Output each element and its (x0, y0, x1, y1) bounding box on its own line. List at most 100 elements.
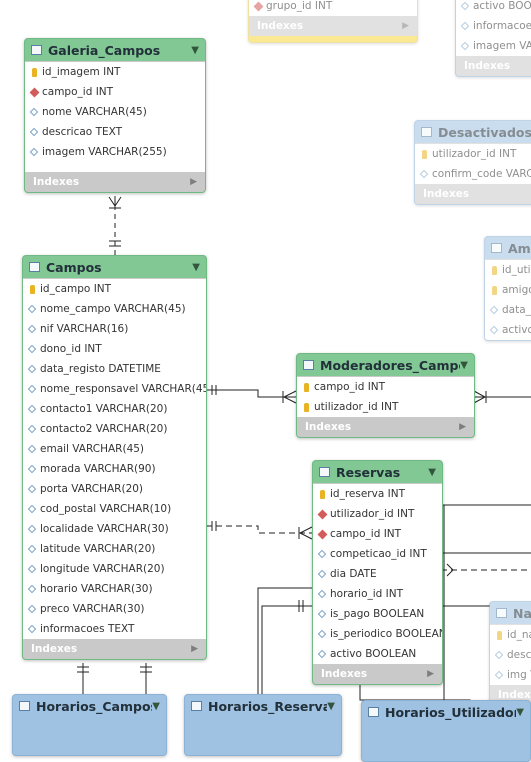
column-row[interactable]: nif VARCHAR(16) (23, 319, 206, 339)
table-header[interactable]: Am (485, 237, 531, 259)
column-row[interactable]: id_uti (485, 260, 531, 280)
table-header[interactable]: Reservas ▼ (313, 461, 442, 483)
column-label: utilizador_id INT (330, 508, 415, 520)
column-row[interactable]: campo_id INT (297, 377, 474, 397)
indexes-bar[interactable]: Indexes▶ (456, 56, 531, 76)
table-galeria-campos[interactable]: Galeria_Campos ▼ id_imagem INT campo_id … (24, 38, 206, 193)
column-row[interactable]: contacto1 VARCHAR(20) (23, 399, 206, 419)
column-row[interactable]: horario VARCHAR(30) (23, 579, 206, 599)
chevron-down-icon[interactable]: ▼ (460, 359, 468, 371)
column-row[interactable]: longitude VARCHAR(20) (23, 559, 206, 579)
column-row[interactable]: cod_postal VARCHAR(10) (23, 499, 206, 519)
table-amigos[interactable]: Am id_uti amigo data_h activo (484, 236, 531, 341)
indexes-bar[interactable]: Indexes ▶ (249, 16, 417, 36)
chevron-down-icon[interactable]: ▼ (191, 44, 199, 56)
column-row[interactable]: amigo (485, 280, 531, 300)
column-row[interactable]: horario_id INT (313, 584, 442, 604)
column-row[interactable]: nome VARCHAR(45) (25, 102, 205, 122)
table-header[interactable]: Na (490, 602, 531, 624)
table-header[interactable]: Desactivados (415, 121, 531, 143)
indexes-label: Indexes (257, 20, 304, 32)
table-horarios-campos[interactable]: Horarios_Campos ▼ (12, 694, 167, 756)
column-row[interactable]: campo_id INT (25, 82, 205, 102)
chevron-right-icon[interactable]: ▶ (459, 422, 466, 432)
column-row[interactable]: is_periodico BOOLEAN (313, 624, 442, 644)
indexes-bar[interactable]: Indexes▶ (25, 172, 205, 192)
column-label: utilizador_id INT (432, 148, 517, 160)
table-moderadores-campo[interactable]: Moderadores_Campo ▼ campo_id INT utiliza… (296, 353, 475, 438)
table-partial-top-right[interactable]: activo BOOL informacoes imagem VAR Index… (455, 0, 531, 77)
table-header[interactable]: Horarios_Utilizador ▼ (362, 701, 530, 723)
indexes-bar[interactable]: Indexes ▶ (23, 639, 206, 659)
indexes-bar[interactable]: Indexes (415, 184, 531, 204)
chevron-down-icon[interactable]: ▼ (428, 466, 436, 478)
column-row[interactable]: dia DATE (313, 564, 442, 584)
table-horarios-utilizador[interactable]: Horarios_Utilizador ▼ (361, 700, 531, 762)
column-row[interactable]: imagem VAR (456, 36, 531, 56)
column-row[interactable]: contacto2 VARCHAR(20) (23, 419, 206, 439)
column-row[interactable]: utilizador_id INT (297, 397, 474, 417)
column-row[interactable]: nome_campo VARCHAR(45) (23, 299, 206, 319)
table-na[interactable]: Na id_na descr img V Indexe (489, 601, 531, 706)
table-header[interactable]: Moderadores_Campo ▼ (297, 354, 474, 376)
table-header[interactable]: Galeria_Campos ▼ (25, 39, 205, 61)
column-row[interactable]: descricao TEXT (25, 122, 205, 142)
column-row[interactable]: competicao_id INT (313, 544, 442, 564)
indexes-bar[interactable]: Indexes▶ (313, 664, 442, 684)
column-row[interactable]: utilizador_id INT (313, 504, 442, 524)
column-row[interactable]: nome_responsavel VARCHAR(45) (23, 379, 206, 399)
column-row[interactable]: descr (490, 645, 531, 665)
column-row[interactable]: morada VARCHAR(90) (23, 459, 206, 479)
column-row[interactable]: preco VARCHAR(30) (23, 599, 206, 619)
column-row[interactable]: informacoes (456, 16, 531, 36)
table-header[interactable]: Horarios_Campos ▼ (13, 695, 166, 717)
chevron-right-icon[interactable]: ▶ (427, 669, 434, 679)
column-row[interactable]: porta VARCHAR(20) (23, 479, 206, 499)
table-header[interactable]: Horarios_Reserva ▼ (185, 695, 341, 717)
table-partial-grupos[interactable]: grupo_id INT Indexes ▶ (248, 0, 418, 43)
chevron-down-icon[interactable]: ▼ (516, 706, 524, 718)
column-row[interactable]: id_imagem INT (25, 62, 205, 82)
table-reservas[interactable]: Reservas ▼ id_reserva INT utilizador_id I… (312, 460, 443, 685)
chevron-right-icon[interactable]: ▶ (190, 177, 197, 187)
column-row[interactable]: data_registo DATETIME (23, 359, 206, 379)
table-horarios-reserva[interactable]: Horarios_Reserva ▼ (184, 694, 342, 756)
column-row[interactable]: dono_id INT (23, 339, 206, 359)
chevron-right-icon[interactable]: ▶ (402, 21, 409, 31)
column-row[interactable]: campo_id INT (313, 524, 442, 544)
column-row[interactable]: grupo_id INT (249, 0, 417, 16)
column-row[interactable]: confirm_code VARCH (415, 164, 531, 184)
table-icon (29, 262, 40, 272)
chevron-down-icon[interactable]: ▼ (327, 700, 335, 712)
column-row[interactable]: localidade VARCHAR(30) (23, 519, 206, 539)
diamond-icon (317, 569, 327, 579)
column-row[interactable]: latitude VARCHAR(20) (23, 539, 206, 559)
key-icon (27, 284, 37, 294)
column-row[interactable]: activo BOOL (456, 0, 531, 16)
diamond-icon (29, 107, 39, 117)
key-icon (301, 382, 311, 392)
column-row[interactable]: img V (490, 665, 531, 685)
chevron-down-icon[interactable]: ▼ (152, 700, 160, 712)
indexes-label: Indexes (31, 643, 78, 655)
column-row[interactable]: id_reserva INT (313, 484, 442, 504)
column-row[interactable]: is_pago BOOLEAN (313, 604, 442, 624)
column-label: is_periodico BOOLEAN (330, 628, 442, 640)
diamond-icon (317, 609, 327, 619)
table-desactivados[interactable]: Desactivados utilizador_id INT confirm_c… (414, 120, 531, 205)
table-header[interactable]: Campos ▼ (23, 256, 206, 278)
column-row[interactable]: activo BOOLEAN (313, 644, 442, 664)
indexes-bar[interactable]: Indexes▶ (297, 417, 474, 437)
column-row[interactable]: utilizador_id INT (415, 144, 531, 164)
column-row[interactable]: activo (485, 320, 531, 340)
column-row[interactable]: informacoes TEXT (23, 619, 206, 639)
column-row[interactable]: imagem VARCHAR(255) (25, 142, 205, 162)
column-row[interactable]: id_campo INT (23, 279, 206, 299)
chevron-down-icon[interactable]: ▼ (192, 261, 200, 273)
column-row[interactable]: id_na (490, 625, 531, 645)
red-diamond-icon (253, 1, 263, 11)
column-row[interactable]: email VARCHAR(45) (23, 439, 206, 459)
chevron-right-icon[interactable]: ▶ (191, 644, 198, 654)
column-row[interactable]: data_h (485, 300, 531, 320)
